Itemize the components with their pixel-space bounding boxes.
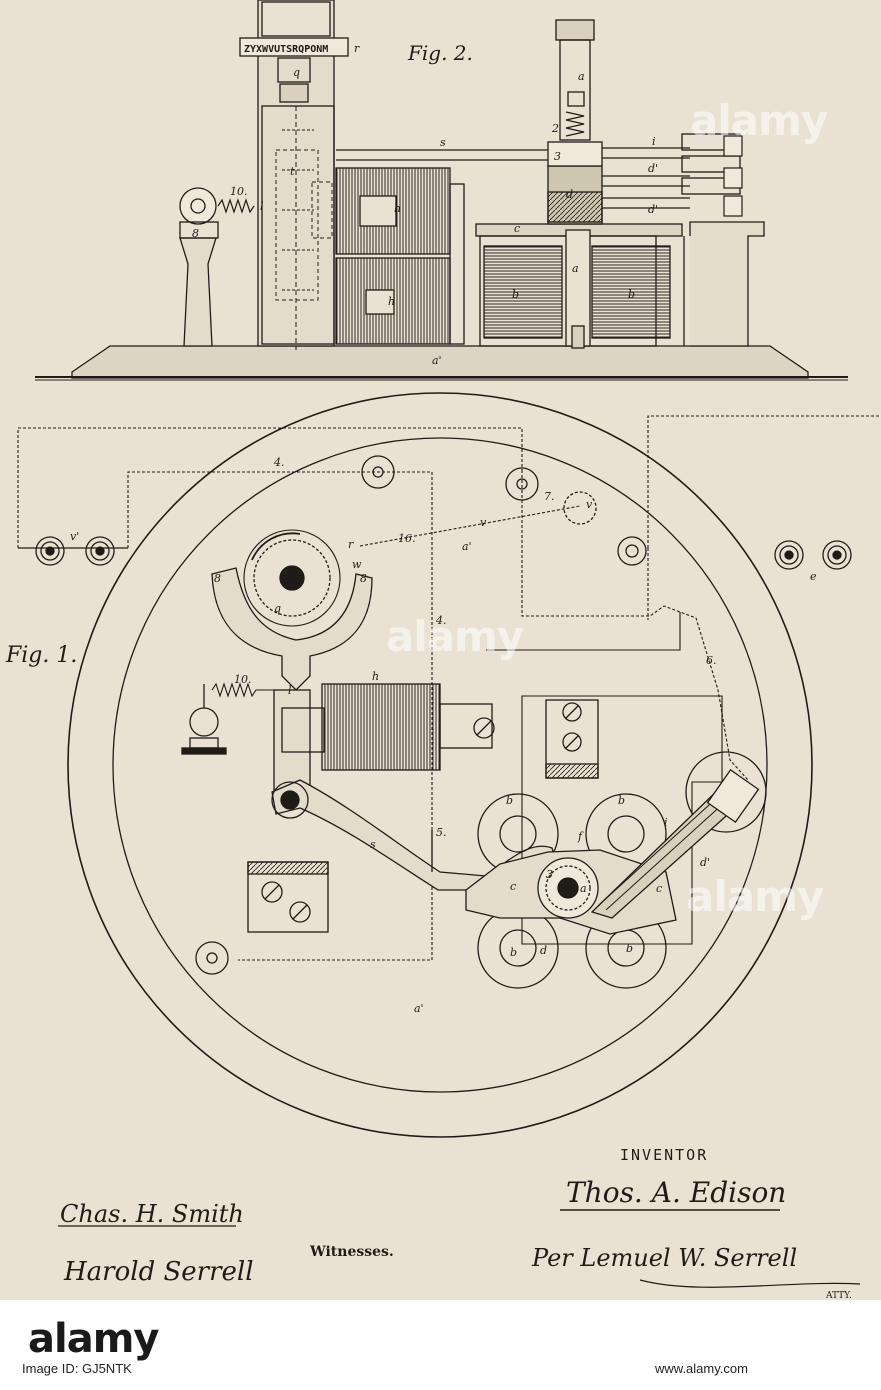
site-url[interactable]: www.alamy.com [655,1361,748,1376]
fig2-standard [180,238,216,346]
image-id: Image ID: GJ5NTK [22,1361,132,1376]
label-aprime-fig1-bottom: a' [414,1002,424,1015]
label-b-fig1-b: b [618,794,625,807]
label-a-fig2-top: a [578,70,585,83]
binding-posts-right [775,541,851,569]
label-aprime-fig2: a' [432,354,442,367]
label-t: t [290,165,295,178]
label-c-fig1-left: c [510,880,516,893]
fig1-plan [18,393,880,1137]
fig2-coil-b-left [484,246,562,338]
attorney-suffix: ATTY. [825,1291,852,1300]
label-s-fig2: s [440,136,446,149]
label-16: 16. [398,532,416,545]
label-8-fig1-right: 8 [360,572,367,585]
witness-2-signature: Harold Serrell [63,1257,254,1287]
label-b-fig2-left: b [512,288,519,301]
fig2-spring [218,200,254,212]
label-h-fig1: h [372,670,379,683]
label-dprime-fig2-b: d' [648,203,658,216]
label-b-fig2-right: b [628,288,635,301]
label-dprime-fig2-a: d' [648,162,658,175]
label-i-fig1: i [664,816,668,829]
label-d-fig2: d [566,188,573,201]
patent-drawing: r q t l 10. 8 h h s c a a b b d 2 3 i d'… [0,0,881,1300]
label-4-top: 4. [273,456,285,469]
label-c-fig1-right: c [656,882,662,895]
label-8-fig1-left: 8 [214,572,221,585]
witness-1-signature: Chas. H. Smith [60,1200,244,1228]
witnesses-label: Witnesses. [309,1244,394,1260]
label-r-fig2: r [354,42,360,55]
label-3-fig2: 3 [554,150,561,163]
attorney-signature: Per Lemuel W. Serrell [531,1244,797,1272]
label-l-fig2: l [260,200,264,213]
screw-hole-bottom [196,942,228,974]
label-q-fig1: q [274,602,281,615]
label-q-fig2: q [293,66,300,79]
label-a-fig1: a [580,882,587,895]
inventor-heading: INVENTOR [620,1146,708,1164]
label-s-fig1: s [370,838,376,851]
lever-arm [274,690,310,790]
label-10-fig2: 10. [230,185,248,198]
label-e: e [810,570,817,583]
label-b-fig1-d: b [626,942,633,955]
label-r-fig1: r [348,538,354,551]
label-f: f [577,830,584,843]
label-b-fig1-a: b [506,794,513,807]
label-v-circle: v [586,498,593,511]
tension-spring [182,684,276,754]
label-vprime: v' [70,530,79,543]
typewheel-letters: ZYXWVUTSRQPONM [244,44,328,55]
inventor-signature: Thos. A. Edison [566,1176,786,1209]
label-7: 7. [544,490,555,503]
label-5: 5. [436,826,447,839]
label-3-fig1: 3 [546,868,553,881]
type-wheel [244,530,340,626]
patent-drawing-sheet: r q t l 10. 8 h h s c a a b b d 2 3 i d'… [0,0,881,1300]
label-c-fig2: c [514,222,520,235]
label-10-fig1: 10. [234,673,252,686]
alamy-logo: alamy [28,1316,158,1362]
label-2-fig2: 2 [551,122,559,135]
label-b-fig1-c: b [510,946,517,959]
label-h-fig2-upper: h [394,202,401,215]
label-aprime-fig1-top: a' [462,540,472,553]
label-l-fig1: l [288,684,292,697]
label-a-fig2: a [572,262,579,275]
label-6: 6. [706,654,717,667]
label-4-side: 4. [435,614,447,627]
label-d-fig1: d [540,944,547,957]
label-8-fig2: 8 [192,227,199,240]
label-dprime-fig1: d' [700,856,710,869]
label-h-fig2-lower: h [388,295,395,308]
label-i-fig2: i [652,135,656,148]
magnet-h [322,684,440,770]
fig2-caption: Fig. 2. [407,41,473,65]
label-v: v [480,516,487,529]
fig1-caption: Fig. 1. [5,643,77,668]
label-w: w [352,558,362,571]
